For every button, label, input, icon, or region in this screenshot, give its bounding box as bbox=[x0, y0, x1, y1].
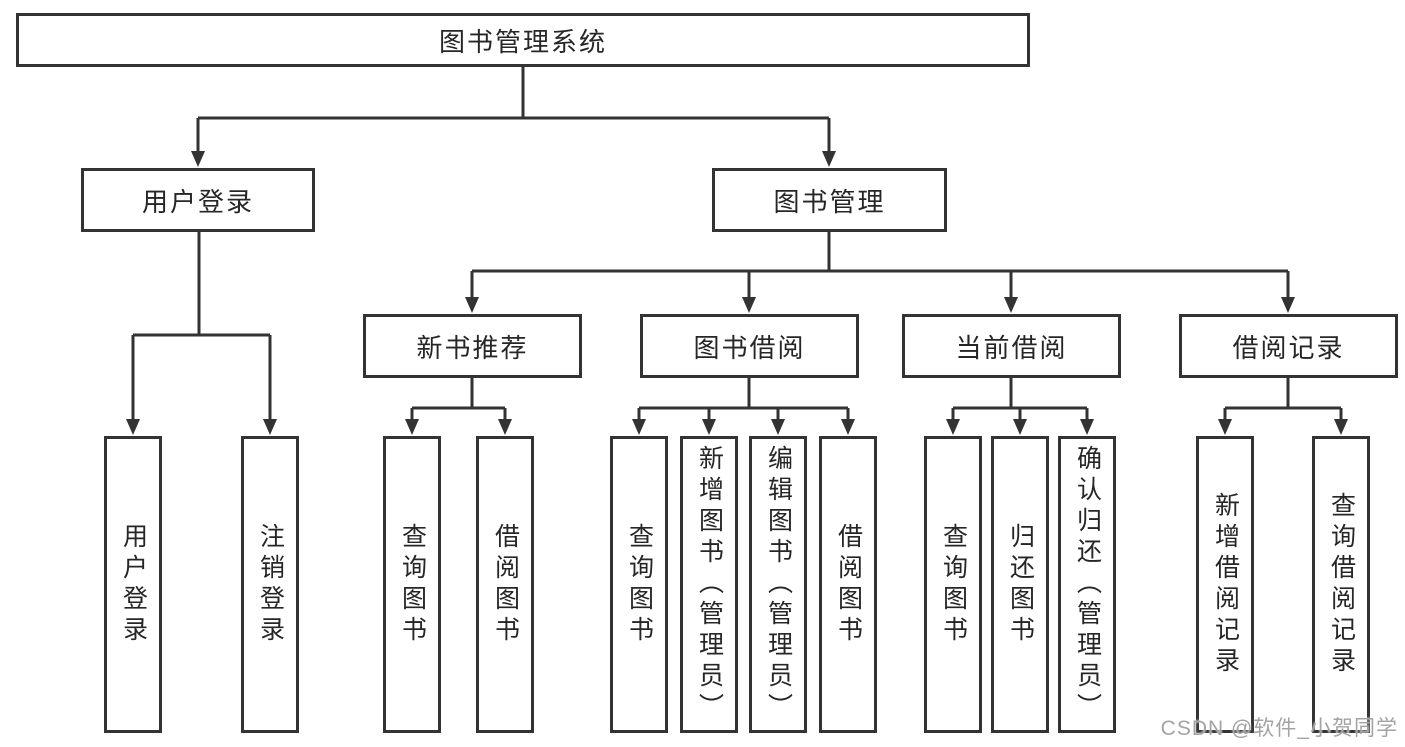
leaf-confirm-return-admin-label: 确认归还（管理员） bbox=[1073, 445, 1102, 724]
arrowhead-icon bbox=[1334, 419, 1348, 435]
arrowhead-icon bbox=[771, 419, 785, 435]
arrowhead-icon bbox=[742, 297, 756, 313]
leaf-query-books-borrow-label: 查询图书 bbox=[625, 522, 654, 647]
node-current-borrow-label: 当前借阅 bbox=[955, 332, 1068, 363]
arrowhead-icon bbox=[1281, 297, 1295, 313]
node-borrow-records-label: 借阅记录 bbox=[1232, 332, 1345, 363]
leaf-logout: 注销登录 bbox=[241, 436, 299, 733]
leaf-add-borrow-record: 新增借阅记录 bbox=[1196, 436, 1254, 733]
node-book-management: 图书管理 bbox=[712, 168, 947, 232]
node-new-book-recommend: 新书推荐 bbox=[363, 314, 582, 378]
leaf-borrow-books-recommend-label: 借阅图书 bbox=[491, 522, 520, 647]
node-book-borrow-label: 图书借阅 bbox=[693, 332, 806, 363]
leaf-return-books: 归还图书 bbox=[991, 436, 1049, 733]
leaf-borrow-books-recommend: 借阅图书 bbox=[476, 436, 534, 733]
arrowhead-icon bbox=[405, 419, 419, 435]
leaf-add-books-admin: 新增图书（管理员） bbox=[680, 436, 738, 733]
arrowhead-icon bbox=[946, 419, 960, 435]
node-root-label: 图书管理系统 bbox=[438, 26, 607, 57]
node-user-login-label: 用户登录 bbox=[141, 186, 254, 217]
leaf-user-login: 用户登录 bbox=[104, 436, 162, 733]
tree-edges bbox=[131, 67, 1343, 421]
leaf-add-borrow-record-label: 新增借阅记录 bbox=[1211, 491, 1240, 678]
leaf-borrow-books-label: 借阅图书 bbox=[834, 522, 863, 647]
leaf-query-books-current-label: 查询图书 bbox=[939, 522, 968, 647]
csdn-watermark: CSDN @软件_小贺同学 bbox=[1160, 717, 1398, 740]
node-root: 图书管理系统 bbox=[16, 13, 1030, 67]
node-new-book-recommend-label: 新书推荐 bbox=[416, 332, 529, 363]
leaf-confirm-return-admin: 确认归还（管理员） bbox=[1058, 436, 1116, 733]
leaf-return-books-label: 归还图书 bbox=[1006, 522, 1035, 647]
leaf-edit-books-admin-label: 编辑图书（管理员） bbox=[764, 445, 793, 724]
node-user-login: 用户登录 bbox=[81, 168, 315, 232]
leaf-query-books-recommend: 查询图书 bbox=[383, 436, 441, 733]
node-book-management-label: 图书管理 bbox=[773, 186, 886, 217]
leaf-logout-label: 注销登录 bbox=[256, 522, 285, 647]
leaf-query-books-borrow: 查询图书 bbox=[610, 436, 668, 733]
leaf-query-books-recommend-label: 查询图书 bbox=[398, 522, 427, 647]
node-current-borrow: 当前借阅 bbox=[902, 314, 1121, 378]
arrowhead-icon bbox=[702, 419, 716, 435]
arrowhead-icon bbox=[465, 297, 479, 313]
arrowhead-icon bbox=[632, 419, 646, 435]
leaf-borrow-books: 借阅图书 bbox=[819, 436, 877, 733]
leaf-query-books-current: 查询图书 bbox=[924, 436, 982, 733]
arrowhead-icon bbox=[1218, 419, 1232, 435]
arrowhead-icon bbox=[498, 419, 512, 435]
arrowheads bbox=[126, 151, 1348, 435]
node-book-borrow: 图书借阅 bbox=[640, 314, 859, 378]
leaf-add-books-admin-label: 新增图书（管理员） bbox=[695, 445, 724, 724]
arrowhead-icon bbox=[822, 151, 836, 167]
arrowhead-icon bbox=[263, 419, 277, 435]
leaf-query-borrow-record: 查询借阅记录 bbox=[1312, 436, 1370, 733]
leaf-query-borrow-record-label: 查询借阅记录 bbox=[1327, 491, 1356, 678]
leaf-user-login-label: 用户登录 bbox=[119, 522, 148, 647]
arrowhead-icon bbox=[841, 419, 855, 435]
node-borrow-records: 借阅记录 bbox=[1179, 314, 1398, 378]
arrowhead-icon bbox=[1013, 419, 1027, 435]
leaf-edit-books-admin: 编辑图书（管理员） bbox=[749, 436, 807, 733]
arrowhead-icon bbox=[126, 419, 140, 435]
arrowhead-icon bbox=[191, 151, 205, 167]
arrowhead-icon bbox=[1080, 419, 1094, 435]
arrowhead-icon bbox=[1004, 297, 1018, 313]
